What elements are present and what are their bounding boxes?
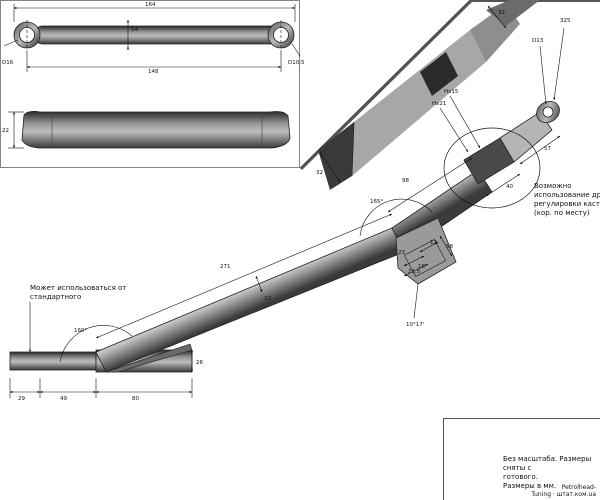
dim-center-distance: 148 [148, 69, 159, 75]
dim-inset-bottom: 32 [316, 170, 323, 176]
note-caster-line-1: Возможно [534, 182, 572, 190]
title-block-frame [443, 418, 600, 500]
dim-bracket-e: 12 [430, 240, 437, 246]
dim-bend-angle-bottom: 160° [74, 328, 87, 334]
arm-end-hole [542, 106, 554, 118]
dim-hole-right: D10,5 [288, 60, 305, 66]
dim-nut-left: Hx15 [444, 89, 459, 95]
inset-nut [420, 52, 458, 96]
arm-long-tube [95, 227, 405, 373]
title-block-line-1: Без масштаба. Размеры сняты с [503, 455, 592, 472]
dim-bracket-angle: 10°17' [406, 322, 424, 328]
title-block-notes: Без масштаба. Размеры сняты с готового. … [503, 455, 598, 491]
dim-hole-left: D16 [2, 60, 14, 66]
title-block-line-3: Размеры в мм. [503, 482, 557, 490]
dim-bracket-c: 21,5 [408, 269, 421, 275]
arm-left-stub [9, 351, 97, 371]
dim-nut-block: 40 [506, 184, 513, 190]
dim-stub-c: 80 [132, 396, 139, 402]
note-standard-line-2: стандартного [30, 293, 81, 301]
dim-end-hole: D13 [532, 38, 544, 44]
note-caster: Возможно использование другой регулировк… [534, 182, 600, 217]
dim-diameter: 22 [264, 296, 271, 302]
top-rod-panel: 164 148 14 D16 D10,5 22 [0, 0, 305, 168]
dim-bent-length: 98 [402, 178, 409, 184]
dim-bracket-d: 23 [398, 250, 405, 256]
dim-side-height: 22 [2, 128, 9, 134]
dim-long-length: 271 [220, 264, 231, 270]
detail-circle [443, 127, 541, 209]
dim-inset-top: 32 [498, 10, 505, 16]
inset-photo-panel: 32 32 [299, 0, 600, 190]
note-caster-line-4: (кор. по месту) [534, 209, 590, 217]
dim-bracket-b: 18 [418, 264, 425, 270]
dim-thread-length: 57 [544, 146, 551, 152]
dim-overall-length: 164 [145, 2, 156, 8]
rod-plan-view [13, 21, 295, 49]
panel-frame [0, 0, 300, 168]
dim-end-length: 325 [560, 18, 571, 24]
credit-watermark: Petrolhead- Tuning · штат.ком.ua [531, 484, 596, 498]
dim-rod-thickness: 14 [131, 27, 138, 33]
note-caster-line-2: использование другой [534, 191, 600, 199]
credit-line-2: Tuning · штат.ком.ua [531, 491, 596, 498]
rod-dimension-lines [3, 4, 301, 149]
note-standard: Может использоваться от стандартного [30, 284, 126, 301]
dim-stub-b: 49 [60, 396, 67, 402]
dim-stub-height: 26 [196, 360, 203, 366]
note-caster-line-3: регулировки кастора. [534, 200, 600, 208]
note-standard-line-1: Может использоваться от [30, 284, 126, 292]
arm-dimension-lines [9, 27, 565, 398]
title-block-line-2: готового. [503, 473, 538, 481]
rod-side-view [21, 111, 291, 149]
credit-line-1: Petrolhead- [561, 484, 596, 491]
dim-stub-a: 29 [18, 396, 25, 402]
dim-bracket-a: 58 [446, 244, 453, 250]
dim-bend-angle-top: 165° [370, 199, 383, 205]
dim-nut-right: Hx21 [432, 101, 446, 107]
